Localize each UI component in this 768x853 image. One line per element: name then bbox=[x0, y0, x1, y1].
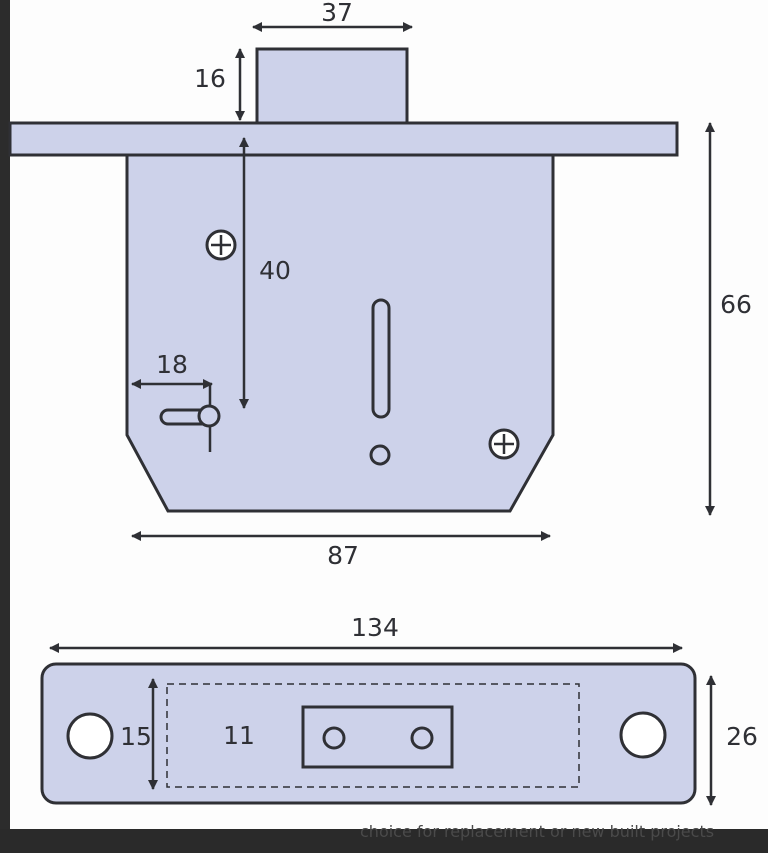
screw-hole bbox=[619, 711, 667, 759]
dim-label: 134 bbox=[351, 613, 399, 642]
dim-label: 11 bbox=[223, 721, 255, 750]
dim-label: 40 bbox=[259, 256, 291, 285]
dim-label: 16 bbox=[194, 64, 226, 93]
faceplate bbox=[8, 121, 679, 157]
dim-label: 26 bbox=[726, 722, 758, 751]
strike-recess-outline bbox=[166, 683, 580, 788]
dim-label: 15 bbox=[120, 722, 152, 751]
hole bbox=[410, 726, 434, 750]
screw-icon bbox=[205, 229, 237, 261]
dim-label: 18 bbox=[156, 350, 188, 379]
hole bbox=[369, 444, 391, 466]
dim-label: 87 bbox=[327, 541, 359, 570]
lock-case bbox=[125, 153, 555, 513]
pin bbox=[197, 404, 221, 428]
screw-icon bbox=[488, 428, 520, 460]
screw-hole bbox=[66, 712, 114, 760]
caption-bar bbox=[0, 829, 768, 853]
slot bbox=[371, 298, 391, 419]
caption-text: choice for replacement or new built proj… bbox=[360, 822, 715, 841]
hole bbox=[322, 726, 346, 750]
dim-label: 66 bbox=[720, 290, 752, 319]
bolt bbox=[255, 47, 409, 125]
background-window-strip bbox=[0, 0, 10, 829]
keyhole-slot bbox=[159, 408, 205, 426]
dim-label: 37 bbox=[321, 0, 353, 27]
